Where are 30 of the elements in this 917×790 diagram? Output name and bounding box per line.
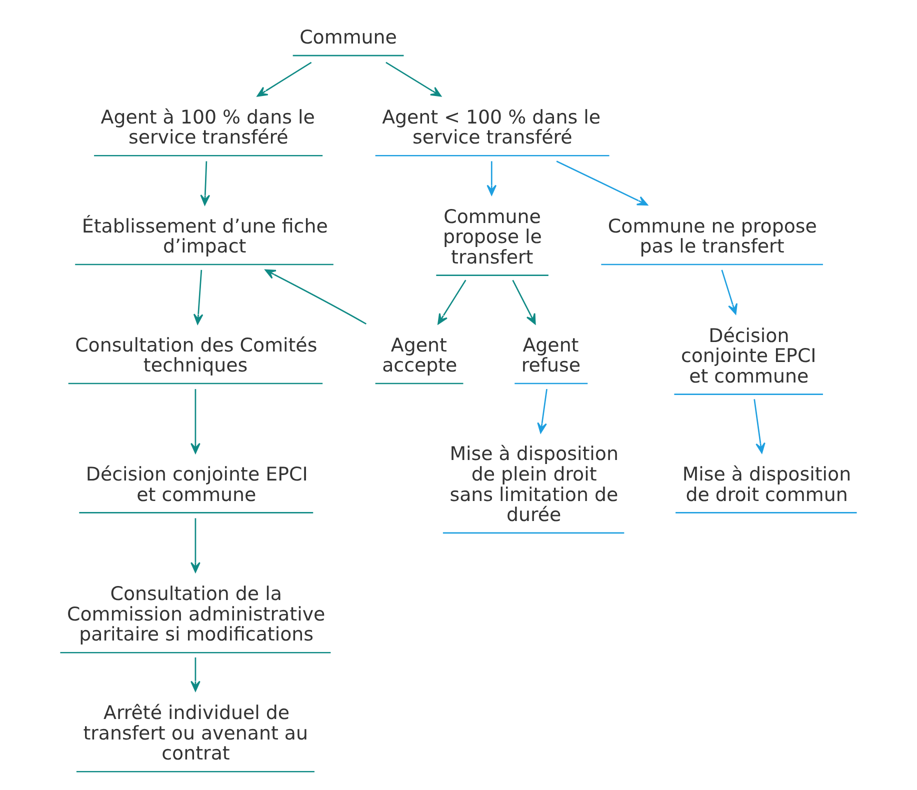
arrow [754,399,766,454]
node-text: Agent à 100 % dans le service transféré [100,106,315,149]
node-text: Consultation des Comités techniques [75,334,318,377]
arrow [486,161,497,196]
node-text: Commune [300,26,397,49]
arrow [200,161,210,206]
arrow [256,62,312,97]
arrow [438,280,466,324]
arrow [386,62,442,97]
node-text: Commune propose le transfert [442,206,542,268]
node-text: Consultation de la Commission administrative paritaire si modifications [66,583,326,646]
arrow [556,160,648,206]
node-text: Établissement d’une fiche d’impact [82,215,328,258]
node-text: Agent < 100 % dans le service transféré [382,106,600,149]
arrow [721,270,738,314]
arrow [264,269,366,325]
arrow [537,388,548,434]
arrow [190,657,200,692]
node-text: Commune ne propose pas le transfert [608,215,817,258]
node-text: Décision conjointe EPCI et commune [86,463,308,506]
node-text: Agent refuse [521,334,581,377]
node-text: Agent accepte [382,334,458,377]
node-text: Mise à disposition de droit commun [682,463,852,506]
arrow [512,280,536,324]
arrow [193,270,204,325]
node-text: Mise à disposition de plein droit sans limitation de durée [450,443,619,526]
arrow [190,389,200,454]
node-text: Arrêté individuel de transfert ou avenant au contrat [83,702,308,765]
arrow [190,518,200,573]
node-text: Décision conjointe EPCI et commune [680,324,816,388]
